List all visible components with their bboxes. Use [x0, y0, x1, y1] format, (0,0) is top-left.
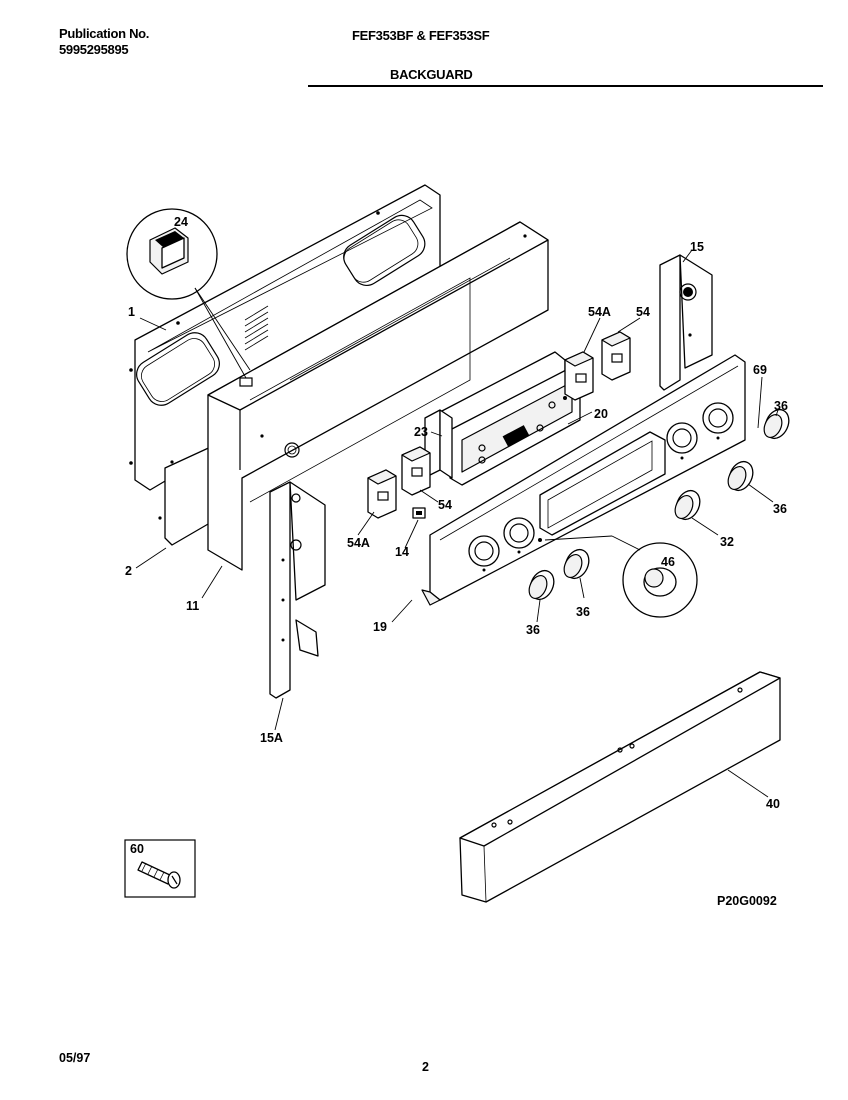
- publication-number: 5995295895: [59, 42, 129, 57]
- callout-36-top: 36: [774, 399, 788, 413]
- section-title: BACKGUARD: [390, 67, 473, 82]
- backguard-shell-part: [207, 221, 549, 571]
- infinite-switch-part: [401, 446, 431, 496]
- callout-36-center: 36: [576, 605, 590, 619]
- footer-date: 05/97: [59, 1051, 90, 1065]
- screw-inset: [124, 839, 196, 898]
- footer-page-number: 2: [422, 1060, 429, 1074]
- callout-40: 40: [766, 797, 780, 811]
- callout-19: 19: [373, 620, 387, 634]
- callout-1: 1: [128, 305, 135, 319]
- model-numbers: FEF353BF & FEF353SF: [352, 28, 490, 43]
- control-knob-part: [528, 569, 555, 601]
- callout-54a-top: 54A: [588, 305, 611, 319]
- left-side-bracket-part: [269, 481, 326, 699]
- leader-lines: [135, 249, 779, 798]
- knob-detail-inset: [544, 535, 698, 618]
- callout-24: 24: [174, 215, 188, 229]
- lower-bracket-part: [158, 444, 216, 546]
- control-knob-part: [674, 489, 701, 521]
- callout-60: 60: [130, 842, 144, 856]
- callout-69: 69: [753, 363, 767, 377]
- callout-54-bottom: 54: [438, 498, 452, 512]
- control-knob-part: [563, 548, 590, 580]
- control-knob-part: [727, 460, 754, 492]
- infinite-switch-part: [601, 331, 631, 381]
- callout-46: 46: [661, 555, 675, 569]
- control-knob-part: [763, 408, 790, 440]
- control-panel-part: [421, 354, 746, 606]
- callout-15a: 15A: [260, 731, 283, 745]
- header-rule: [308, 85, 823, 87]
- infinite-switch-part: [367, 469, 397, 519]
- rocker-switch-inset: [126, 208, 251, 379]
- callout-20: 20: [594, 407, 608, 421]
- control-board-part: [439, 351, 581, 486]
- callout-15: 15: [690, 240, 704, 254]
- drawing-code: P20G0092: [717, 894, 777, 908]
- callout-2: 2: [125, 564, 132, 578]
- callout-11: 11: [186, 599, 199, 613]
- signal-light-part: [412, 507, 426, 519]
- callout-54-top: 54: [636, 305, 650, 319]
- trim-part: [459, 671, 781, 903]
- callout-14: 14: [395, 545, 409, 559]
- infinite-switch-part: [564, 351, 594, 401]
- callout-23: 23: [414, 425, 428, 439]
- callout-36-right: 36: [773, 502, 787, 516]
- right-side-bracket-part: [659, 254, 713, 391]
- publication-label: Publication No.: [59, 26, 150, 41]
- callout-32: 32: [720, 535, 734, 549]
- callout-54a-bottom: 54A: [347, 536, 370, 550]
- callout-36-bottom: 36: [526, 623, 540, 637]
